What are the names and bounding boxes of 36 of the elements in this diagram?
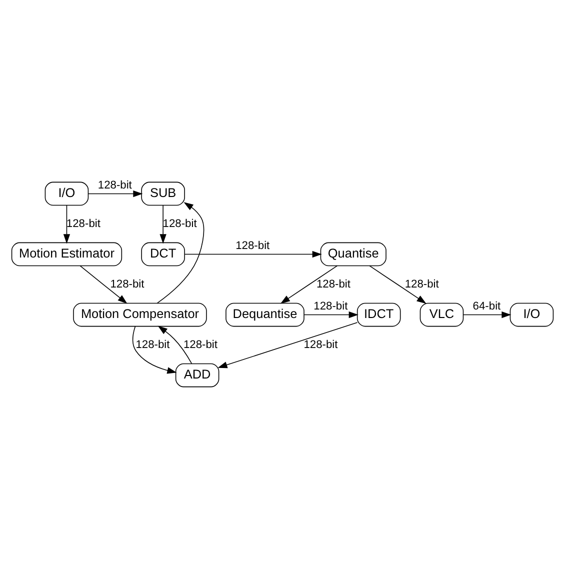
arrow: [80, 264, 128, 304]
arrow: [132, 326, 177, 374]
edge-label: 128-bit: [316, 278, 350, 290]
arrow: [462, 310, 512, 318]
arrow: [280, 264, 338, 304]
edge-label: 128-bit: [66, 217, 100, 230]
node-box: Motion Compensator: [73, 302, 207, 326]
edge-label: 128-bit: [110, 278, 144, 290]
node-box: I/O: [510, 302, 554, 326]
arrow: [369, 264, 426, 304]
arrow: [158, 325, 192, 364]
node-box: Quantise: [320, 242, 386, 266]
edge-label: 128-bit: [136, 338, 170, 350]
arrow: [218, 322, 358, 368]
node-box: I/O: [44, 181, 89, 206]
node-box: Motion Estimator: [11, 242, 122, 266]
edge-label: 128-bit: [314, 300, 348, 312]
node-box: SUB: [141, 181, 185, 206]
arrow: [160, 204, 166, 244]
node-box: DCT: [141, 242, 185, 266]
node-box: Dequantise: [226, 302, 304, 326]
edge-label: 64-bit: [472, 300, 501, 312]
arrow: [63, 204, 70, 244]
edge-label: 128-bit: [304, 338, 338, 350]
edge-label: 128-bit: [236, 239, 270, 252]
arrow: [184, 250, 322, 258]
edge-label: 128-bit: [162, 217, 197, 230]
node-box: ADD: [175, 362, 220, 387]
edge-label: 128-bit: [404, 278, 439, 290]
arrow: [88, 190, 143, 197]
arrow: [156, 202, 204, 303]
node-box: IDCT: [356, 302, 401, 326]
edge-label: 128-bit: [98, 178, 132, 191]
node-box: VLC: [420, 302, 464, 326]
arrow: [304, 310, 358, 318]
edge-label: 128-bit: [183, 338, 218, 350]
